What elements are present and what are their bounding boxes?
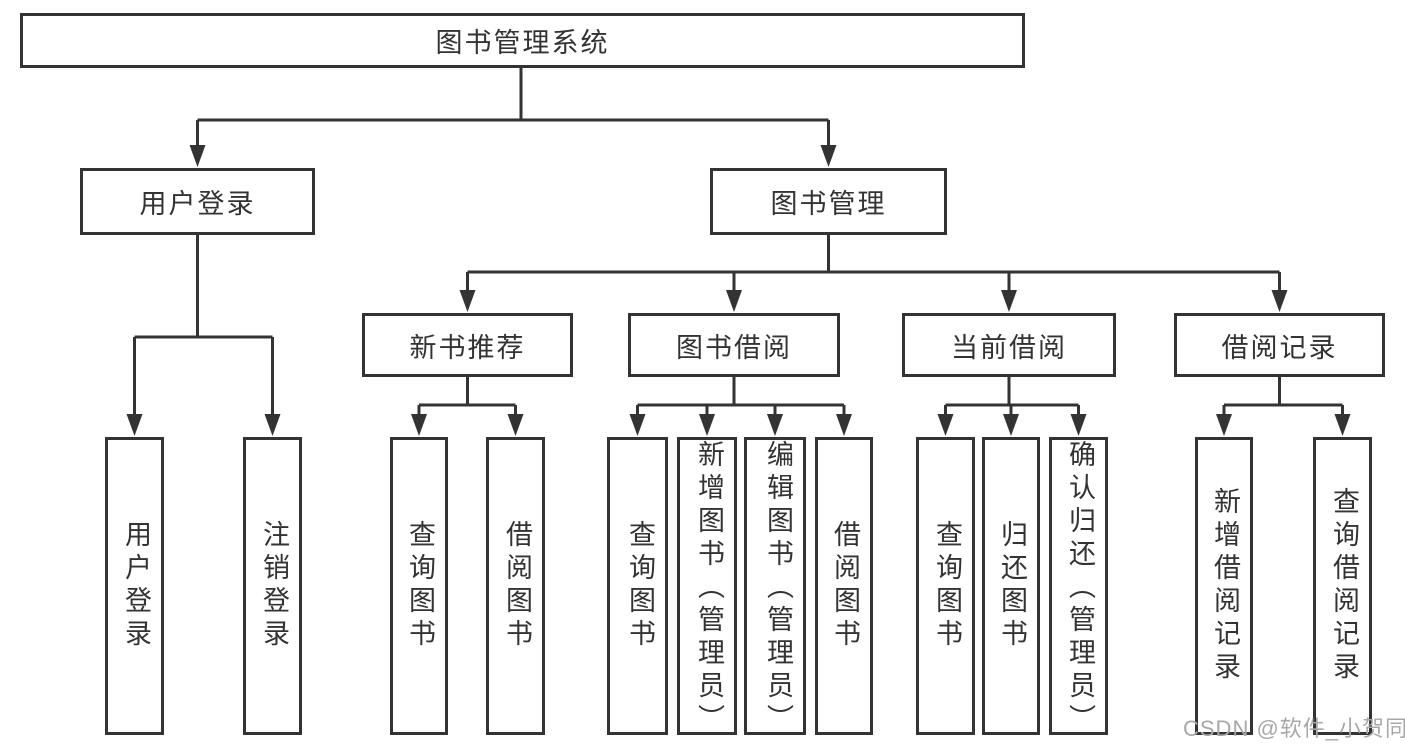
connector-borrow-record-branch	[1222, 377, 1344, 415]
leaf-borrow-edit-book-admin: 编辑图书（管理员）	[744, 437, 806, 737]
arrowhead	[820, 145, 837, 167]
leaf-borrow-add-book-admin: 新增图书（管理员）	[677, 437, 737, 737]
leaf-user-login: 用户登录	[105, 437, 164, 735]
arrowhead	[189, 145, 206, 167]
arrowhead	[699, 414, 715, 436]
leaf-logout: 注销登录	[243, 437, 302, 735]
arrowhead	[459, 290, 476, 312]
arrowhead	[937, 414, 954, 436]
arrowhead	[726, 290, 742, 312]
arrowhead	[411, 414, 427, 436]
watermark: CSDN @软件_小贺同学	[1183, 716, 1405, 741]
connector-root-to-level2	[196, 66, 830, 147]
arrowhead	[1271, 290, 1288, 312]
leaf-borrow-query-book: 查询图书	[607, 437, 668, 735]
leaf-newbook-borrow-book: 借阅图书	[486, 437, 545, 735]
arrowhead	[1334, 414, 1351, 436]
arrowheads	[126, 145, 1351, 436]
node-borrow-record: 借阅记录	[1174, 313, 1385, 377]
arrowhead	[1001, 290, 1017, 312]
node-book-borrow: 图书借阅	[628, 313, 840, 377]
arrowhead	[836, 414, 852, 436]
node-current-borrow: 当前借阅	[902, 313, 1116, 377]
node-root: 图书管理系统	[20, 13, 1025, 68]
arrowhead	[1216, 414, 1232, 436]
node-book-management: 图书管理	[710, 168, 947, 235]
leaf-record-query: 查询借阅记录	[1313, 437, 1372, 735]
arrowhead	[629, 414, 646, 436]
leaf-newbook-query-book: 查询图书	[390, 437, 448, 735]
leaf-current-query-book: 查询图书	[916, 437, 975, 735]
connector-current-borrow-branch	[944, 377, 1080, 415]
connector-user-login-branch	[133, 235, 274, 415]
connector-book-borrow-branch	[636, 377, 846, 415]
arrowhead	[1070, 414, 1087, 436]
arrowhead	[264, 414, 281, 436]
leaf-current-return-book: 归还图书	[982, 437, 1040, 735]
arrowhead	[126, 414, 143, 436]
node-user-login: 用户登录	[80, 168, 315, 235]
leaf-record-add: 新增借阅记录	[1195, 437, 1253, 735]
connector-new-book-branch	[417, 377, 517, 415]
connector-book-management-branch	[466, 235, 1281, 291]
leaf-borrow-borrow-book: 借阅图书	[815, 437, 873, 735]
arrowhead	[1003, 414, 1019, 436]
node-new-book-recommend: 新书推荐	[362, 313, 573, 377]
arrowhead	[767, 414, 783, 436]
arrowhead	[507, 414, 524, 436]
leaf-current-confirm-return-admin: 确认归还（管理员）	[1049, 437, 1108, 737]
